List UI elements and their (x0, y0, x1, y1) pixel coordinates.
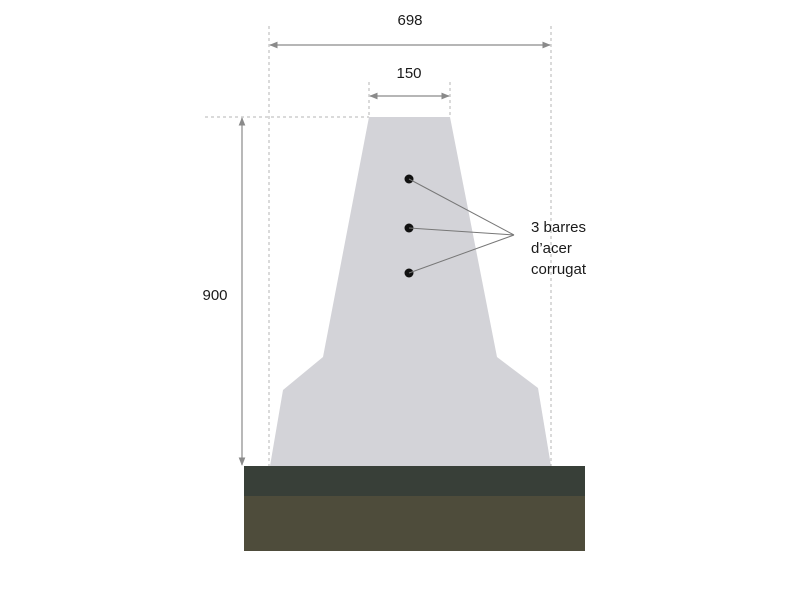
height-label: 900 (202, 287, 227, 304)
leader-line-top (408, 178, 515, 236)
rebar-callout-line-3: corrugat (531, 261, 587, 278)
leader-line-middle (408, 227, 515, 236)
rebar-callout-line-2: d’acer (531, 240, 572, 257)
ground-top-layer (244, 466, 585, 496)
leader-line-bottom (408, 234, 515, 274)
overall-width-label: 698 (397, 12, 422, 29)
ground-bottom-layer (244, 496, 585, 551)
rebar-callout-line-1: 3 barres (531, 219, 586, 236)
top-width-label: 150 (396, 65, 421, 82)
rebar-callout-label: 3 barres d’acer corrugat (531, 219, 590, 278)
barrier-profile (270, 117, 551, 466)
